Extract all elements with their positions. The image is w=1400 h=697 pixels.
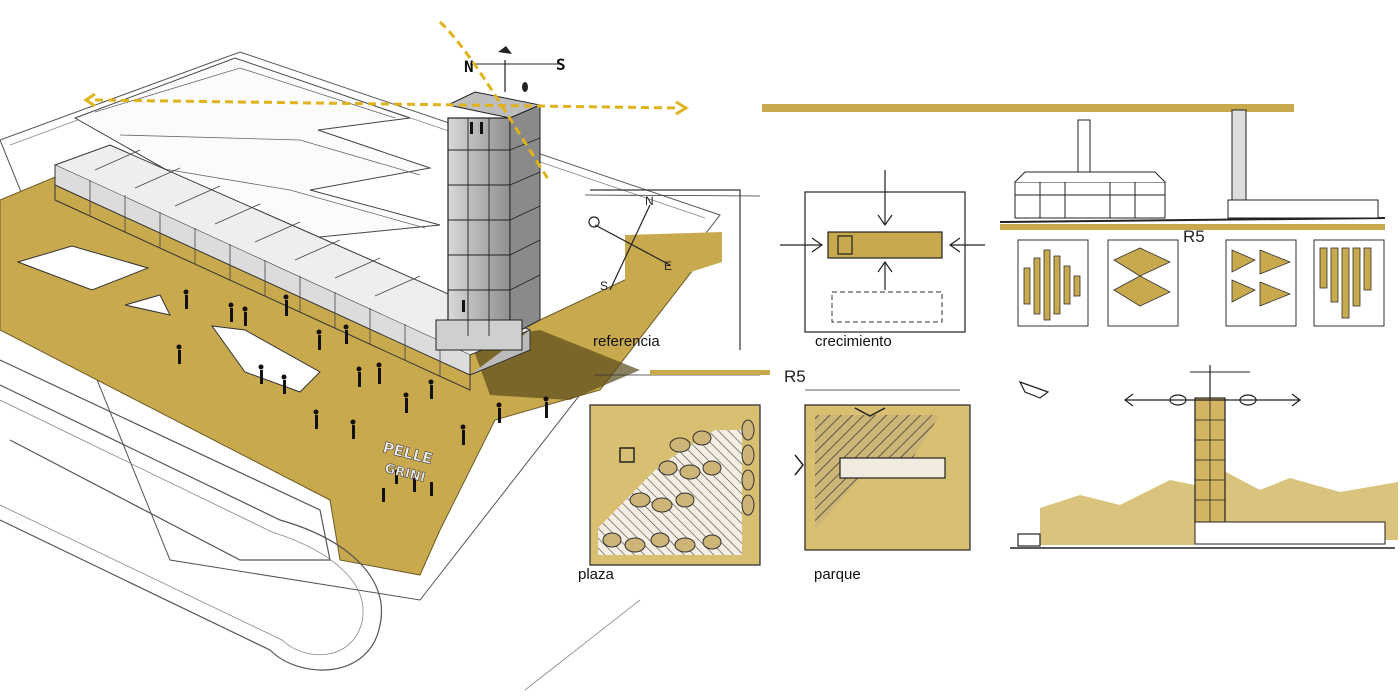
label-r5-middle: R5	[784, 367, 806, 386]
plaza-panel	[589, 370, 770, 566]
tower	[435, 46, 560, 351]
svg-text:N: N	[645, 194, 654, 208]
svg-text:S: S	[600, 279, 608, 293]
pattern-studies	[1017, 239, 1385, 327]
parque-panel	[794, 389, 971, 551]
axonometric-view: N S	[0, 20, 721, 691]
label-crecimiento: crecimiento	[815, 333, 892, 350]
compass-south: S	[556, 55, 566, 74]
label-plaza: plaza	[578, 566, 614, 583]
label-r5-right: R5	[1183, 227, 1205, 246]
landscape-elevation	[1010, 365, 1398, 549]
people-figures	[176, 122, 549, 502]
label-parque: parque	[814, 566, 861, 583]
crecimiento-panel	[780, 170, 985, 333]
compass-north: N	[464, 57, 474, 76]
referencia-panel: S E N	[584, 189, 761, 350]
elevation-top	[762, 104, 1386, 230]
svg-text:E: E	[664, 259, 672, 273]
label-referencia: referencia	[593, 333, 660, 350]
